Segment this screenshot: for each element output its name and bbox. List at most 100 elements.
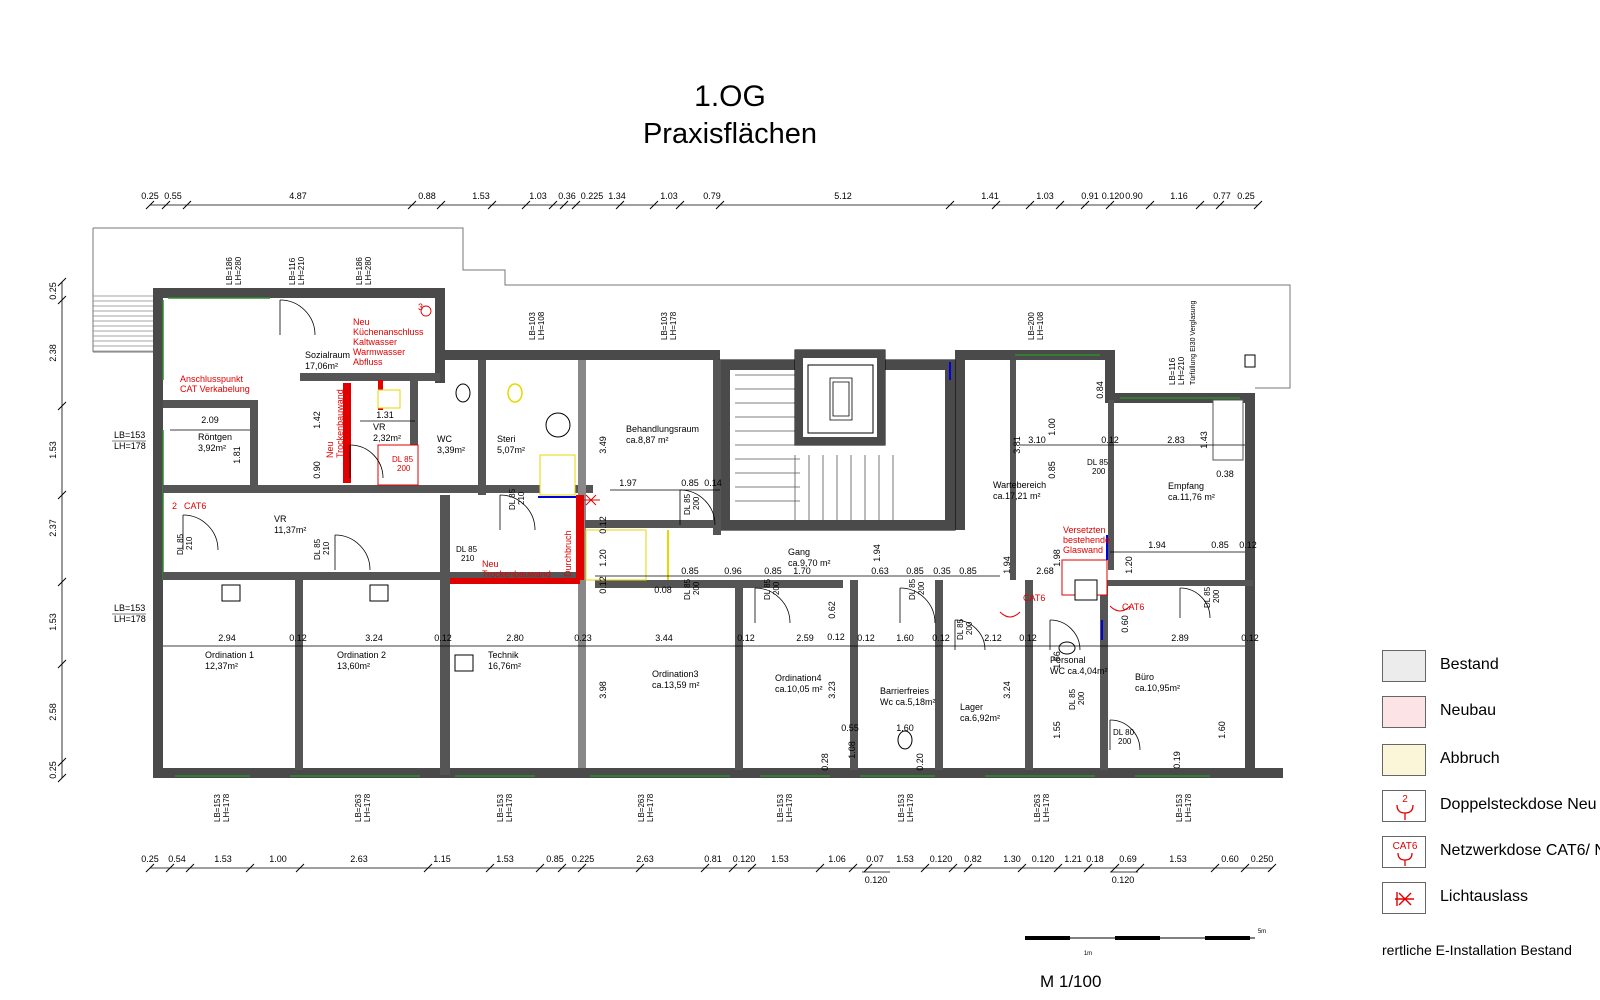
toilet-icon xyxy=(897,730,913,750)
inner-dimension: 1.60 xyxy=(896,723,914,733)
window-label-lh: LH=178 xyxy=(222,793,231,822)
neubau-swatch xyxy=(1382,696,1426,728)
door-label: DL 85 xyxy=(508,488,517,510)
room-area: WC ca.4,04m² xyxy=(1050,666,1108,676)
door-arc xyxy=(182,514,219,551)
inner-dimension: 0.08 xyxy=(654,585,672,595)
inner-dimension: 0.55 xyxy=(841,723,859,733)
dimension-tick xyxy=(1267,863,1277,873)
interior-wall xyxy=(478,360,486,495)
window-label-lh: LH=178 xyxy=(114,614,146,624)
washbasin-icon xyxy=(369,584,389,602)
dimension-label: 0.225 xyxy=(572,854,595,864)
boiler-icon xyxy=(545,412,571,438)
dimension-tick xyxy=(675,200,685,210)
dimension-label: 0.54 xyxy=(168,854,186,864)
scale-bar xyxy=(1205,936,1250,940)
inner-dimension: 0.12 xyxy=(737,633,755,643)
room-name: Ordination4 xyxy=(775,673,822,683)
room-name: Lager xyxy=(960,702,983,712)
door-arc xyxy=(1109,719,1141,751)
room-area: ca.17,21 m² xyxy=(993,491,1041,501)
window-label-lb: LB=103 xyxy=(528,312,537,340)
inner-dimension: 1.81 xyxy=(232,446,242,464)
washbasin-icon xyxy=(1074,579,1098,601)
interior-wall xyxy=(163,400,258,408)
room-area: 16,76m² xyxy=(488,661,521,671)
inner-dimension: 0.85 xyxy=(764,566,782,576)
toilet-icon xyxy=(455,383,471,403)
dimension-label: 4.87 xyxy=(289,191,307,201)
room-area: ca.11,76 m² xyxy=(1168,492,1215,502)
door-arc xyxy=(1179,587,1211,619)
door-arc xyxy=(679,489,716,526)
network-socket-icon xyxy=(1109,605,1131,612)
door-label: 200 xyxy=(1118,737,1132,746)
door-label: 200 xyxy=(965,621,974,635)
door-label: 200 xyxy=(692,581,701,595)
room-name: Gang xyxy=(788,547,810,557)
room-area: 3,92m² xyxy=(198,443,226,453)
dimension-tick xyxy=(182,200,192,210)
inner-dimension: 1.08 xyxy=(847,741,857,759)
door-label: 200 xyxy=(1212,589,1221,603)
room-name: Büro xyxy=(1135,672,1154,682)
interior-wall xyxy=(713,360,721,535)
inner-dimension: 0.19 xyxy=(1172,751,1182,769)
dimension-tick xyxy=(557,863,567,873)
legend-label: Neubau xyxy=(1440,702,1497,719)
interior-wall xyxy=(440,495,450,775)
exterior-wall xyxy=(560,350,720,360)
dimension-label: 2.63 xyxy=(636,854,654,864)
network-socket-icon xyxy=(999,611,1021,618)
inner-dimension: 0.28 xyxy=(820,753,830,771)
window-label-lh: LH=210 xyxy=(297,256,306,285)
window-label-lh: LH=280 xyxy=(364,256,373,285)
inner-dimension: 3.23 xyxy=(827,681,837,699)
dimension-label: 0.25 xyxy=(48,282,58,300)
inner-dimension: 1.60 xyxy=(1217,721,1227,739)
glass-wall-note: Glaswand xyxy=(1063,545,1103,555)
dimension-tick xyxy=(407,200,417,210)
exterior-wall xyxy=(435,288,445,383)
dimension-tick xyxy=(57,277,67,287)
scale-bar xyxy=(1115,936,1160,940)
dimension-tick xyxy=(1210,863,1220,873)
dimension-tick xyxy=(1053,863,1063,873)
dimension-label: 2.37 xyxy=(48,519,58,537)
dimension-tick xyxy=(295,863,305,873)
door-arc xyxy=(954,619,986,651)
door-label: 200 xyxy=(917,581,926,595)
door-arc xyxy=(334,534,371,571)
dimension-label: 0.18 xyxy=(1086,854,1104,864)
inner-dimension: 0.85 xyxy=(1047,461,1057,479)
plan-title: 1.OG xyxy=(694,80,766,113)
dimension-tick xyxy=(57,757,67,767)
dimension-tick xyxy=(423,863,433,873)
window-label-lb: LB=153 xyxy=(213,794,222,822)
door-arc xyxy=(349,444,384,479)
window-label-lb: LB=103 xyxy=(660,312,669,340)
inner-dimension: 1.97 xyxy=(619,478,637,488)
room-area: 3,39m² xyxy=(437,445,465,455)
dimension-label: 0.250 xyxy=(1251,854,1274,864)
dimension-tick xyxy=(535,863,545,873)
room-name: VR xyxy=(373,422,386,432)
dimension-label: 0.55 xyxy=(164,191,182,201)
door-label: 200 xyxy=(1077,691,1086,705)
inner-dimension: 1.00 xyxy=(1047,418,1057,436)
room-name: Personal xyxy=(1050,655,1086,665)
legend-label: Doppelsteckdose Neu xyxy=(1440,796,1597,813)
dimension-tick xyxy=(1110,863,1120,873)
window-label-lb: LB=200 xyxy=(1027,312,1036,340)
dimension-tick xyxy=(1083,863,1093,873)
legend-label: Bestand xyxy=(1440,656,1499,673)
inner-dimension: 0.12 xyxy=(598,516,608,534)
inner-dimension: 1.94 xyxy=(872,544,882,562)
door-label: DL 85 xyxy=(1087,458,1109,467)
inner-dimension: 0.12 xyxy=(827,632,845,642)
dimension-label: 0.120 xyxy=(1102,191,1125,201)
inner-dimension: 0.12 xyxy=(1241,633,1259,643)
interior-wall xyxy=(410,380,418,490)
